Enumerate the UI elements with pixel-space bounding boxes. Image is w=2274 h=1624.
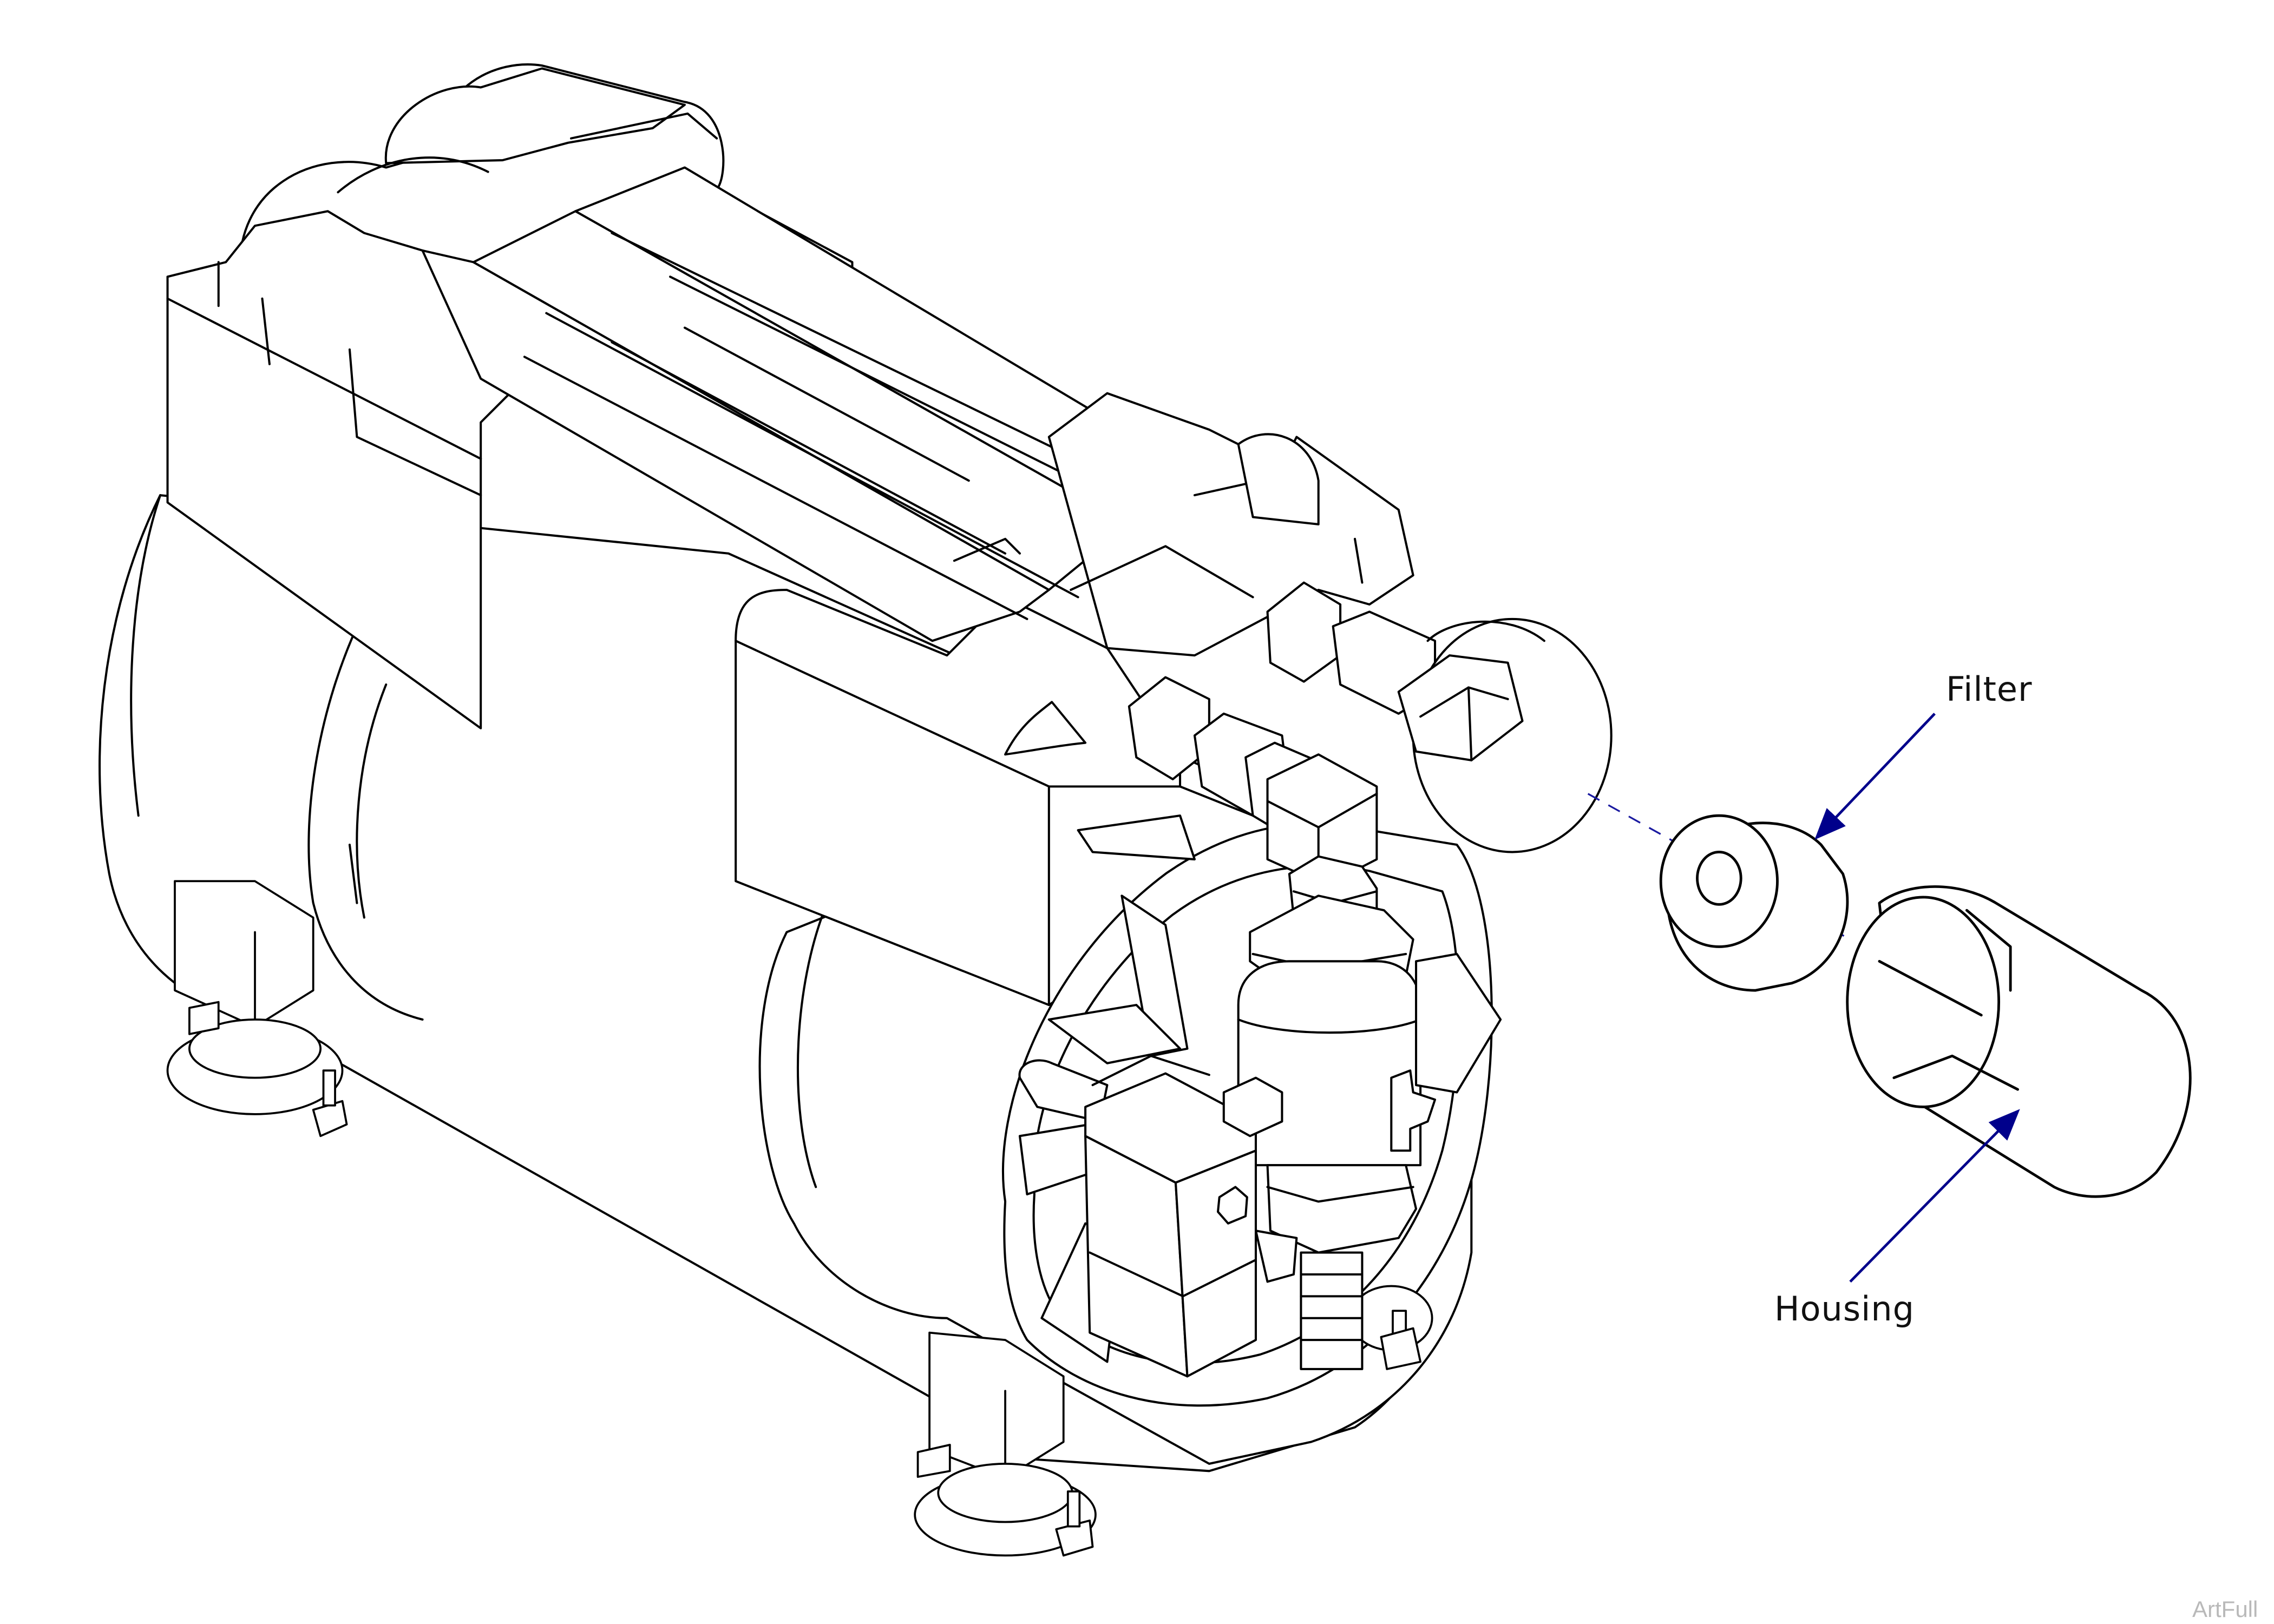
- housing-part: [1846, 885, 2192, 1198]
- housing-callout-arrow: [1849, 1109, 2020, 1283]
- solenoid-valve: [1018, 1055, 1283, 1378]
- filter-label: Filter: [1946, 669, 2033, 709]
- right-foot: [1349, 1285, 1433, 1370]
- front-left-foot: [166, 880, 348, 1138]
- watermark-text: ArtFull: [2192, 1596, 2258, 1622]
- rear-right-foot: [914, 1331, 1097, 1557]
- filter-regulator: [1237, 895, 1502, 1370]
- housing-label: Housing: [1774, 1289, 1915, 1329]
- filter-part: [1659, 814, 1849, 992]
- filter-callout-arrow: [1814, 713, 1936, 840]
